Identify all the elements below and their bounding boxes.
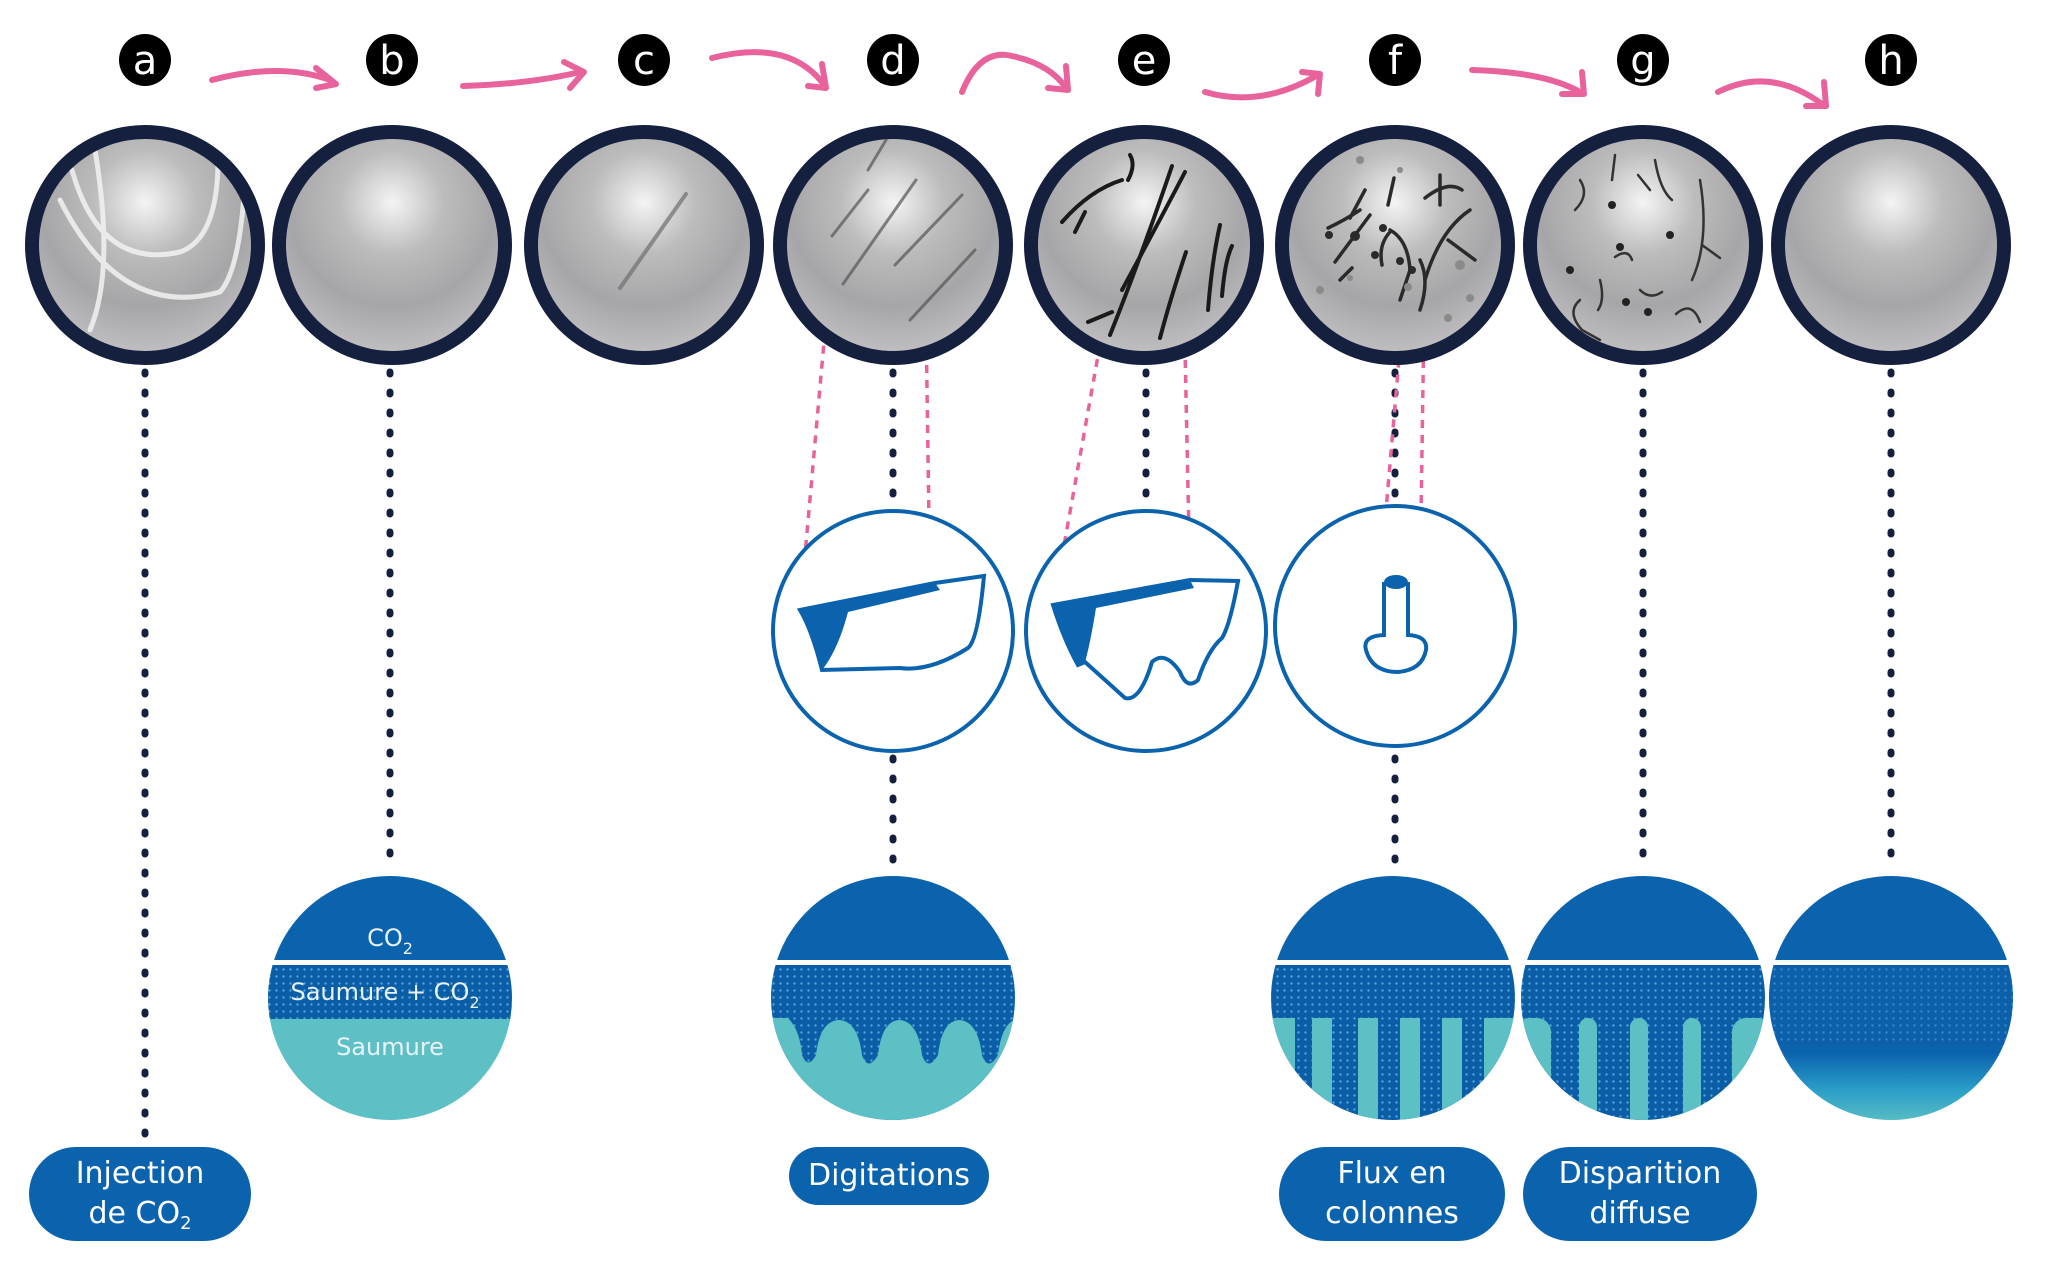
texture-e (1060, 153, 1234, 340)
profile-f (1271, 876, 1515, 1120)
zoom-circle-d (771, 509, 1015, 753)
zoom-circle-f (1273, 504, 1517, 748)
label-brine-co2-layer: Saumure + CO2 (290, 978, 479, 1012)
stage-badge-a: a (119, 34, 171, 86)
stage-badge-h: h (1865, 34, 1917, 86)
top-view-disc-c (524, 125, 764, 365)
stage-letter: e (1132, 38, 1157, 84)
arrow-f-g (1469, 67, 1587, 97)
top-view-disc-f (1275, 125, 1515, 365)
texture-g (1566, 153, 1722, 342)
texture-a (57, 147, 248, 333)
stage-letter: b (379, 38, 404, 84)
zoom-circle-e (1024, 509, 1268, 753)
arrow-b-c (460, 59, 587, 91)
stage-badge-g: g (1617, 34, 1669, 86)
arrow-a-b (209, 65, 339, 91)
top-view-disc-d (773, 125, 1013, 365)
label-digitations: Digitations (789, 1147, 989, 1205)
label-injection-co2: Injection de CO2 (29, 1147, 251, 1241)
stage-badge-f: f (1369, 34, 1421, 86)
stage-badge-b: b (366, 34, 418, 86)
texture-d (830, 139, 977, 322)
arrow-c-d (709, 49, 829, 91)
stage-letter: g (1630, 38, 1655, 84)
stage-badge-c: c (618, 34, 670, 86)
top-view-disc-a (25, 125, 265, 365)
injection-line2: de CO2 (88, 1196, 192, 1234)
stage-letter: a (133, 38, 158, 84)
stage-letter: d (880, 38, 905, 84)
arrow-e-f (1202, 69, 1323, 101)
stage-letter: h (1878, 38, 1903, 84)
label-co2-layer: CO2 (367, 924, 413, 958)
arrow-d-e (959, 51, 1071, 95)
texture-f (1316, 156, 1477, 322)
label-diffuse-disappearance: Disparition diffuse (1523, 1147, 1757, 1241)
stage-letter: c (633, 38, 655, 84)
profile-g (1521, 876, 1765, 1120)
arrow-g-h (1715, 78, 1829, 109)
profile-d (771, 876, 1015, 1120)
top-view-disc-g (1523, 125, 1763, 365)
stage-letter: f (1388, 38, 1403, 84)
top-view-disc-b (272, 125, 512, 365)
texture-c (618, 192, 688, 290)
label-brine-layer: Saumure (336, 1033, 444, 1061)
top-view-disc-h (1771, 125, 2011, 365)
profile-h (1769, 876, 2013, 1120)
stage-badge-e: e (1118, 34, 1170, 86)
injection-line1: Injection (75, 1156, 205, 1191)
label-column-flow: Flux en colonnes (1279, 1147, 1505, 1241)
stage-badge-d: d (867, 34, 919, 86)
